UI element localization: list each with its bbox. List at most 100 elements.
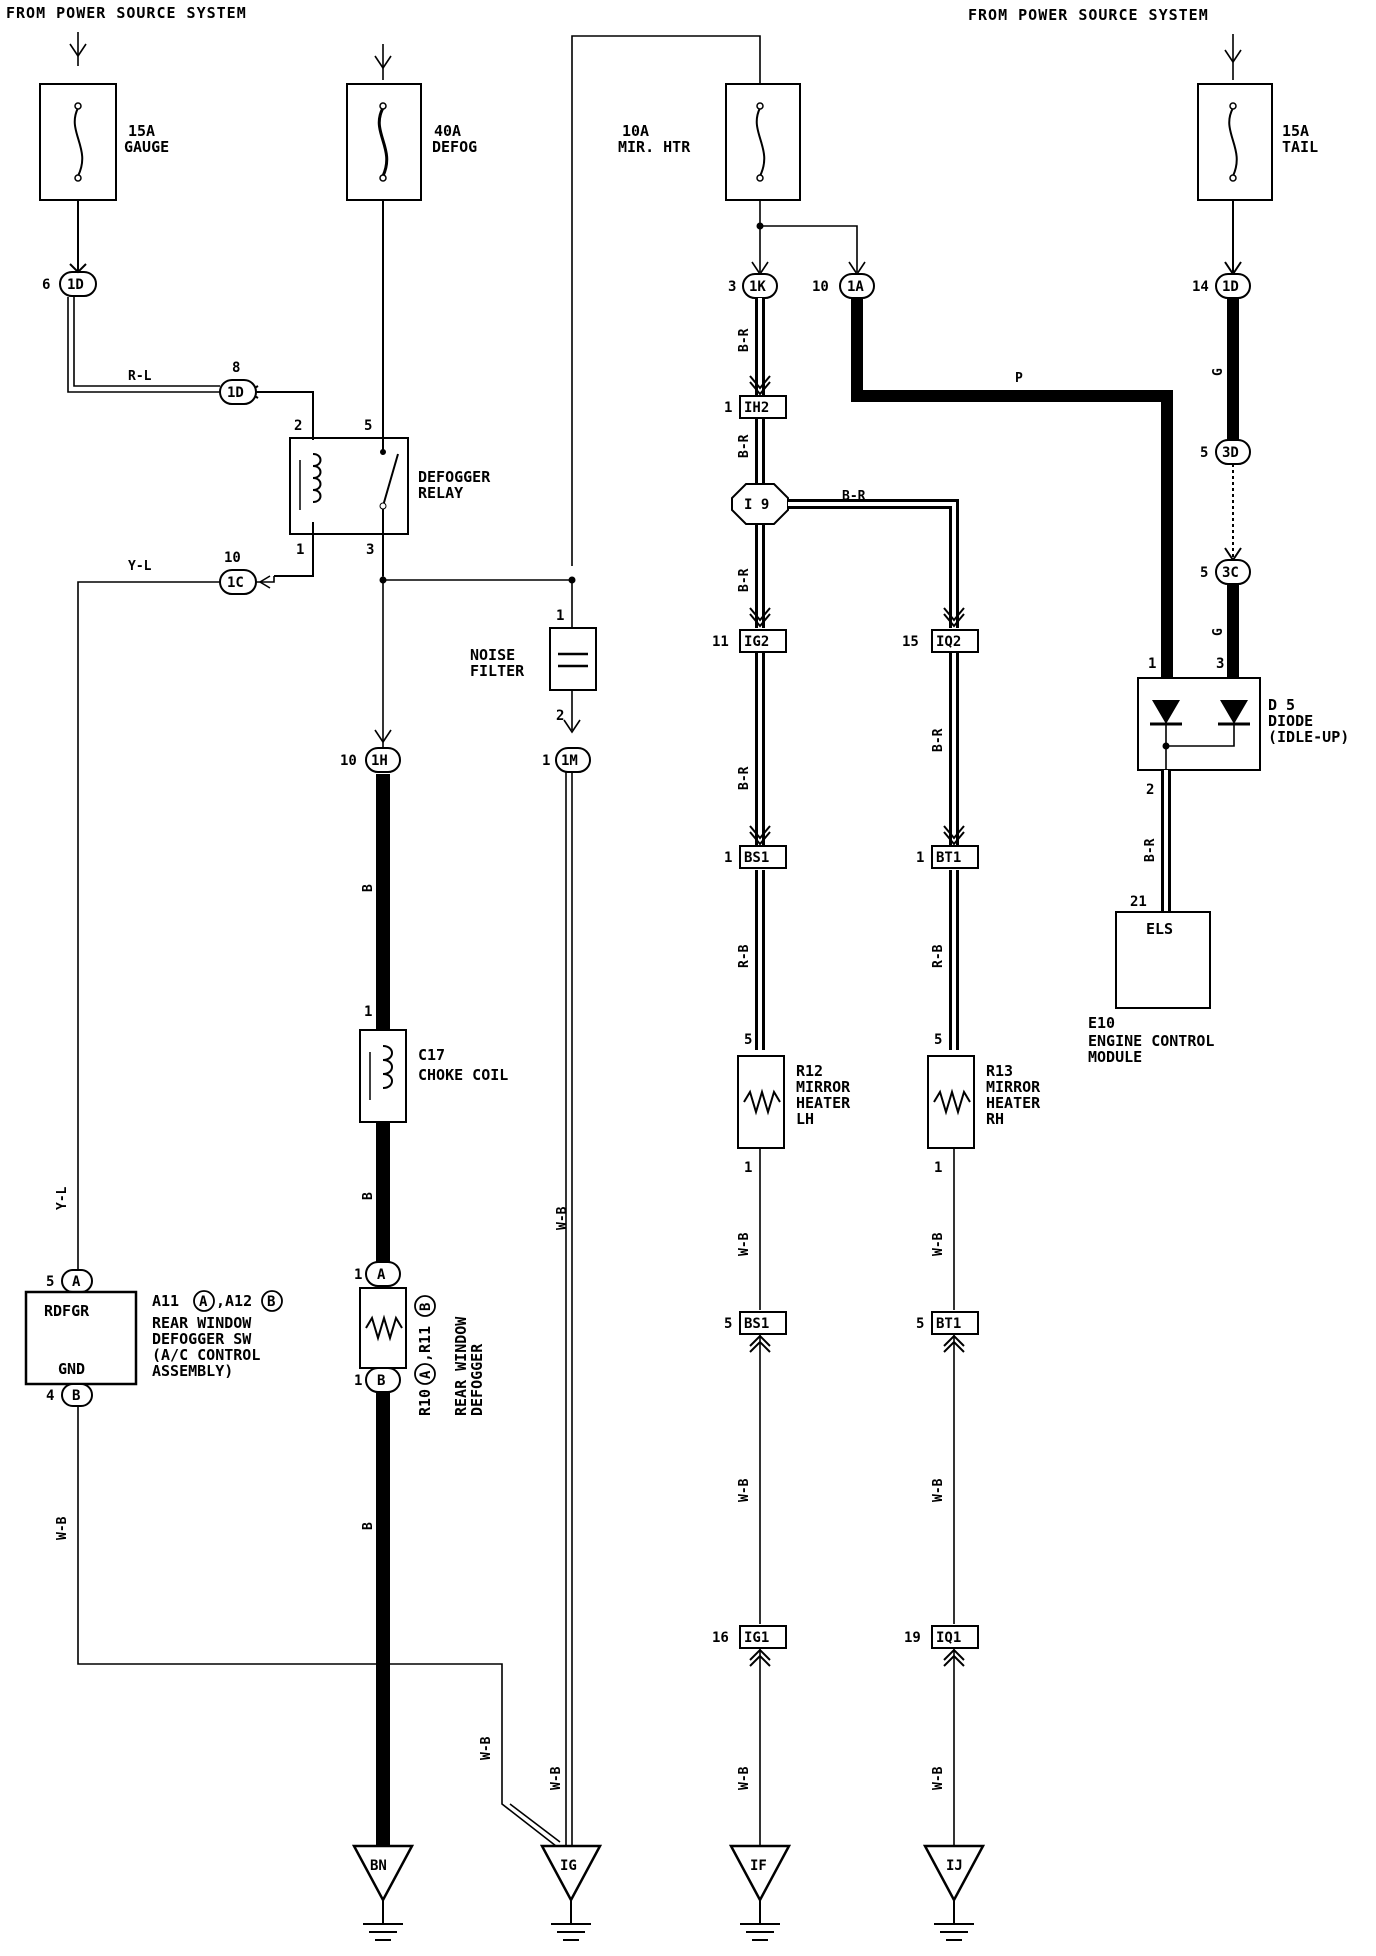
connector-8-1d: 1D 8 (219, 360, 257, 405)
w-b-ground-wires (77, 772, 573, 1847)
wire-label-w-b-10: W-B (931, 1766, 946, 1790)
svg-text:5: 5 (46, 1274, 54, 1290)
svg-text:1: 1 (556, 608, 564, 624)
relay-name-2: RELAY (418, 484, 463, 502)
svg-text:3: 3 (366, 542, 374, 558)
svg-text:IF: IF (750, 1858, 767, 1874)
gauge-circuit-wires (67, 200, 384, 412)
svg-text:I 9: I 9 (744, 497, 769, 513)
fuse-defog-rating: 40A (434, 122, 461, 140)
svg-text:1D: 1D (1222, 279, 1239, 295)
svg-text:4: 4 (46, 1388, 54, 1404)
svg-text:1: 1 (542, 753, 550, 769)
junction-bt1-bottom: BT1 5 (916, 1311, 979, 1335)
svg-text:1A: 1A (847, 279, 864, 295)
svg-text:IG1: IG1 (744, 1630, 769, 1646)
fuse-gauge-rating: 15A (128, 122, 155, 140)
fuse-gauge-name: GAUGE (124, 138, 169, 156)
connector-6-1d: 1D 6 (42, 263, 97, 297)
wire-label-w-b-1: W-B (55, 1516, 70, 1540)
fuse-mir-htr-rating: 10A (622, 122, 649, 140)
svg-text:1: 1 (724, 850, 732, 866)
fuse-tail: 15A TAIL (1197, 83, 1318, 201)
sw-terminal-gnd: GND (58, 1360, 85, 1378)
svg-text:1K: 1K (749, 279, 766, 295)
wire-label-r-l: R-L (128, 369, 152, 384)
wire-label-w-b-8: W-B (931, 1478, 946, 1502)
wire-label-w-b-4: W-B (549, 1766, 564, 1790)
fuse-mir-htr: 10A MIR. HTR (618, 83, 801, 201)
svg-text:A: A (418, 1370, 434, 1379)
relay-name-1: DEFOGGER (418, 468, 491, 486)
wire-y-l (77, 581, 220, 1270)
svg-text:1H: 1H (371, 753, 388, 769)
sw-terminal-rdfgr: RDFGR (44, 1302, 90, 1320)
svg-text:BT1: BT1 (936, 1316, 961, 1332)
mir-htr-feed-wire (571, 35, 761, 566)
svg-text:5: 5 (1200, 445, 1208, 461)
mirror-lh-name-3: LH (796, 1110, 814, 1128)
svg-text:3C: 3C (1222, 565, 1239, 581)
svg-text:10: 10 (812, 279, 829, 295)
mirror-lh-name-2: HEATER (796, 1094, 851, 1112)
svg-text:2: 2 (294, 418, 302, 434)
rear-window-defogger-sw: A 5 RDFGR GND B 4 A11 A ,A12 B REAR WIND… (24, 1269, 283, 1407)
rear-defogger-code1: R10 (416, 1389, 434, 1416)
svg-text:2: 2 (556, 708, 564, 724)
svg-text:B: B (72, 1388, 80, 1404)
svg-text:11: 11 (712, 634, 729, 650)
svg-text:B: B (267, 1294, 275, 1310)
lh-chevrons (749, 375, 771, 846)
wire-label-r-b-2: R-B (931, 944, 946, 968)
svg-text:1: 1 (354, 1267, 362, 1283)
mirror-heater-lh: 5 1 R12 MIRROR HEATER LH (737, 1032, 851, 1176)
ground-ig: IG (539, 1844, 603, 1941)
svg-text:14: 14 (1192, 279, 1209, 295)
wire-label-y-l-vert: Y-L (55, 1186, 70, 1210)
svg-text:15: 15 (902, 634, 919, 650)
svg-text:1: 1 (934, 1160, 942, 1176)
wire-label-g-1: G (1211, 368, 1226, 376)
power-input-arrows (69, 32, 1242, 80)
connector-14-1d: 1D 14 (1192, 273, 1251, 299)
mirror-rh-name-3: RH (986, 1110, 1004, 1128)
svg-text:5: 5 (916, 1316, 924, 1332)
b-r-branch (788, 499, 959, 1050)
diode-code: D 5 (1268, 696, 1295, 714)
sw-code: A11 (152, 1292, 179, 1310)
wire-label-w-b-2: W-B (555, 1206, 570, 1230)
sw-name-4: ASSEMBLY) (152, 1362, 233, 1380)
ground-bn: BN (351, 1844, 415, 1941)
svg-text:5: 5 (744, 1032, 752, 1048)
wire-label-b-r-2: B-R (737, 434, 752, 458)
junction-iq1: IQ1 19 (904, 1625, 979, 1649)
wire-label-g-2: G (1211, 628, 1226, 636)
svg-text:1: 1 (916, 850, 924, 866)
fuse-defog-name: DEFOG (432, 138, 477, 156)
defogger-relay: 2 5 1 3 DEFOGGER RELAY (274, 412, 491, 577)
svg-text:5: 5 (1200, 565, 1208, 581)
svg-text:IG: IG (560, 1858, 577, 1874)
ground-if: IF (728, 1844, 792, 1941)
rear-defogger-name-1: REAR WINDOW (452, 1316, 470, 1416)
wire-label-w-b-5: W-B (737, 1232, 752, 1256)
mirror-lh-code: R12 (796, 1062, 823, 1080)
wire-label-b-r-branch: B-R (842, 489, 866, 504)
diode-name-2: (IDLE-UP) (1268, 728, 1349, 746)
sw-name-3: (A/C CONTROL (152, 1346, 260, 1364)
svg-text:5: 5 (934, 1032, 942, 1048)
wire-label-b-r-ecm: B-R (1143, 838, 1158, 862)
wire-label-b-r-5: B-R (931, 728, 946, 752)
header-left: FROM POWER SOURCE SYSTEM (6, 4, 247, 22)
svg-text:1: 1 (724, 400, 732, 416)
svg-text:IG2: IG2 (744, 634, 769, 650)
wire-label-b-2: B (361, 1192, 376, 1200)
svg-text:6: 6 (42, 277, 50, 293)
svg-text:1M: 1M (561, 753, 578, 769)
svg-text:1: 1 (744, 1160, 752, 1176)
fuse-gauge: 15A GAUGE (39, 83, 169, 201)
svg-text:5: 5 (724, 1316, 732, 1332)
svg-text:BN: BN (370, 1858, 387, 1874)
mirror-rh-name-2: HEATER (986, 1094, 1041, 1112)
wire-label-w-b-7: W-B (737, 1478, 752, 1502)
